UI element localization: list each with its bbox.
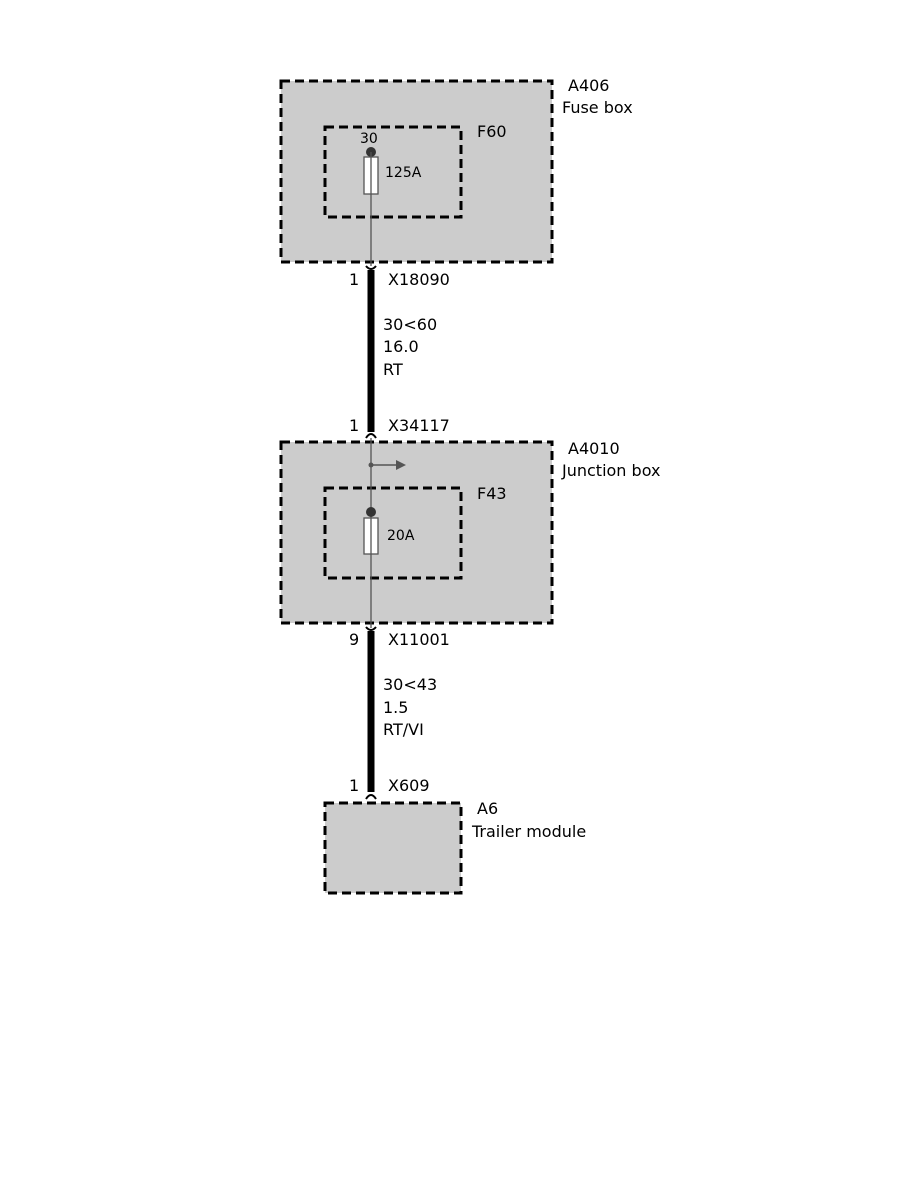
trailer-module-outline bbox=[323, 801, 463, 895]
junction-box-name: Junction box bbox=[561, 461, 660, 480]
connector-x11001-pin: 9 bbox=[349, 630, 359, 649]
junction-box-id: A4010 bbox=[568, 439, 620, 458]
connector-x34117-pin: 1 bbox=[349, 416, 359, 435]
fuse-f60-id: F60 bbox=[477, 122, 507, 141]
fuse-box-a406: A406 Fuse box F60 30 125A bbox=[279, 76, 633, 266]
wire-lower-size: 1.5 bbox=[383, 698, 408, 717]
wire-upper-color: RT bbox=[383, 360, 403, 379]
connector-x11001-symbol bbox=[365, 626, 377, 631]
connector-x18090-id: X18090 bbox=[388, 270, 450, 289]
wire-lower: 30<43 1.5 RT/VI bbox=[367, 631, 437, 792]
trailer-module-id: A6 bbox=[477, 799, 498, 818]
branch-arrow-icon bbox=[396, 460, 406, 470]
fuse-f60-outline bbox=[323, 125, 463, 219]
wire-upper-size: 16.0 bbox=[383, 337, 419, 356]
fuse-f60-terminal: 30 bbox=[360, 131, 378, 147]
connector-x18090: 1 X18090 bbox=[349, 265, 450, 289]
fuse-f43-id: F43 bbox=[477, 484, 507, 503]
wire-lower-circuit: 30<43 bbox=[383, 675, 437, 694]
wire-upper-circuit: 30<60 bbox=[383, 315, 437, 334]
terminal-dot bbox=[366, 507, 376, 517]
trailer-module-a6: A6 Trailer module bbox=[323, 799, 586, 895]
junction-box-a4010: A4010 Junction box F43 20A bbox=[279, 438, 660, 628]
connector-x18090-symbol bbox=[365, 265, 377, 270]
connector-x609: 1 X609 bbox=[349, 776, 430, 800]
connector-x34117-symbol bbox=[365, 433, 377, 439]
connector-x34117-id: X34117 bbox=[388, 416, 450, 435]
wire-lower-color: RT/VI bbox=[383, 720, 424, 739]
fuse-box-id: A406 bbox=[568, 76, 609, 95]
fuse-f43-outline bbox=[323, 486, 463, 580]
wire-upper: 30<60 16.0 RT bbox=[367, 270, 437, 432]
fuse-f60-rating: 125A bbox=[385, 165, 422, 181]
connector-x18090-pin: 1 bbox=[349, 270, 359, 289]
connector-x609-pin: 1 bbox=[349, 776, 359, 795]
fuse-box-name: Fuse box bbox=[562, 98, 633, 117]
fuse-f43-rating: 20A bbox=[387, 528, 415, 544]
connector-x34117: 1 X34117 bbox=[349, 416, 450, 439]
connector-x609-symbol bbox=[365, 794, 377, 800]
connector-x609-id: X609 bbox=[388, 776, 430, 795]
connector-x11001: 9 X11001 bbox=[349, 626, 450, 649]
connector-x11001-id: X11001 bbox=[388, 630, 450, 649]
trailer-module-name: Trailer module bbox=[471, 822, 586, 841]
junction-box-outline bbox=[279, 440, 554, 625]
